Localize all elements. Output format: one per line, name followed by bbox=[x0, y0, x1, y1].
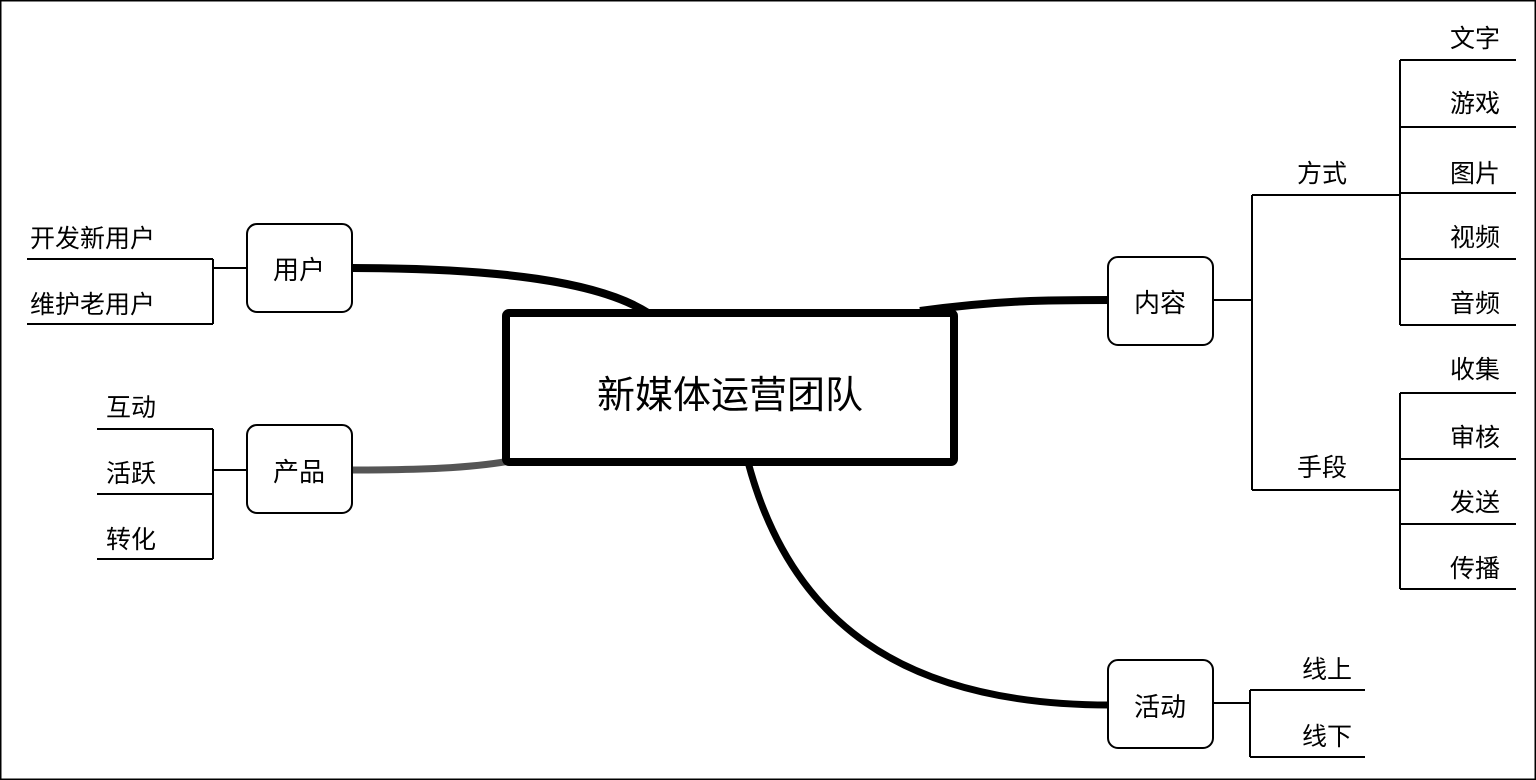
activity-children-lines bbox=[1213, 689, 1365, 758]
method-child[interactable]: 文字 bbox=[1450, 24, 1500, 53]
activity-label: 活动 bbox=[1134, 693, 1186, 723]
method-child[interactable]: 图片 bbox=[1450, 159, 1500, 188]
connector-user bbox=[351, 264, 651, 317]
activity-child[interactable]: 线下 bbox=[1302, 722, 1352, 751]
content-group-label[interactable]: 方式 bbox=[1297, 159, 1347, 188]
center-node[interactable]: 新媒体运营团队 bbox=[502, 309, 958, 466]
user-child[interactable]: 维护老用户 bbox=[30, 290, 155, 319]
user-child[interactable]: 开发新用户 bbox=[30, 224, 155, 253]
center-box bbox=[502, 309, 958, 466]
method-children-lines bbox=[1399, 59, 1516, 326]
product-label: 产品 bbox=[273, 458, 325, 488]
product-children-lines bbox=[97, 428, 247, 560]
product-child[interactable]: 活跃 bbox=[106, 459, 156, 488]
activity-child[interactable]: 线上 bbox=[1302, 655, 1352, 684]
user-label: 用户 bbox=[273, 256, 325, 286]
content-label: 内容 bbox=[1134, 289, 1186, 319]
center-label: 新媒体运营团队 bbox=[597, 373, 863, 417]
means-child[interactable]: 发送 bbox=[1450, 488, 1500, 517]
means-child[interactable]: 审核 bbox=[1450, 423, 1500, 452]
user-children-lines bbox=[27, 258, 247, 325]
connector-content bbox=[919, 296, 1111, 315]
method-child[interactable]: 游戏 bbox=[1450, 89, 1500, 118]
means-child[interactable]: 收集 bbox=[1450, 355, 1500, 384]
means-child[interactable]: 传播 bbox=[1450, 554, 1500, 583]
branch-product[interactable]: 产品 bbox=[246, 424, 353, 514]
product-child[interactable]: 互动 bbox=[106, 393, 156, 422]
method-child[interactable]: 音频 bbox=[1450, 289, 1500, 318]
method-child[interactable]: 视频 bbox=[1450, 223, 1500, 252]
content-group-label[interactable]: 手段 bbox=[1297, 453, 1347, 482]
branch-activity[interactable]: 活动 bbox=[1107, 659, 1214, 749]
connector-product bbox=[351, 457, 511, 474]
branch-user[interactable]: 用户 bbox=[246, 223, 353, 313]
branch-content[interactable]: 内容 bbox=[1107, 256, 1214, 346]
connector-activity bbox=[744, 461, 1111, 709]
product-child[interactable]: 转化 bbox=[106, 525, 156, 554]
content-group-lines bbox=[1213, 194, 1400, 491]
means-children-lines bbox=[1399, 392, 1516, 590]
